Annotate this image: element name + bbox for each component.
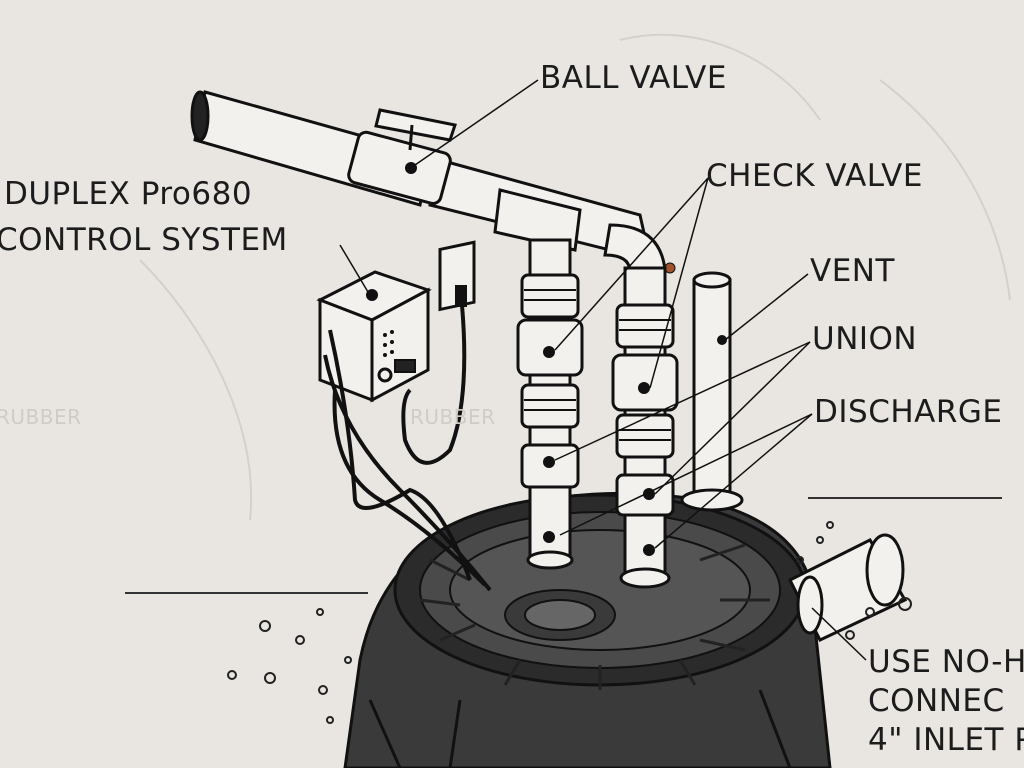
ball-valve-label: BALL VALVE: [540, 60, 727, 96]
union-label: UNION: [812, 321, 918, 357]
basin: [343, 491, 832, 768]
background-faint-sketch: [139, 33, 1011, 521]
vent-pipe: [680, 271, 744, 512]
cables: [323, 304, 492, 592]
leader-lines: [339, 79, 867, 661]
right-vertical-pipe: [611, 266, 679, 589]
top-discharge-pipe: [190, 90, 676, 274]
vent-label: VENT: [810, 253, 895, 289]
inlet-note-line1: USE NO-H: [868, 644, 1024, 680]
bubbles: [227, 521, 912, 724]
control-box: [316, 270, 432, 403]
inlet-note-line2: CONNEC: [868, 683, 1005, 719]
left-vertical-pipe: [516, 238, 584, 570]
control-system-label-line1: DUPLEX Pro680: [4, 176, 253, 212]
discharge-label: DISCHARGE: [814, 394, 1003, 430]
faint-background-text: RUBBER: [0, 405, 82, 429]
inlet-note-line3: 4" INLET P: [868, 722, 1024, 758]
control-system-label-line2: CONTROL SYSTEM: [0, 222, 288, 258]
inlet-pipe: [787, 533, 908, 642]
faint-background-text-2: RUBBER: [410, 405, 496, 429]
wall-outlet: [438, 240, 476, 312]
check-valve-label: CHECK VALVE: [706, 158, 923, 194]
